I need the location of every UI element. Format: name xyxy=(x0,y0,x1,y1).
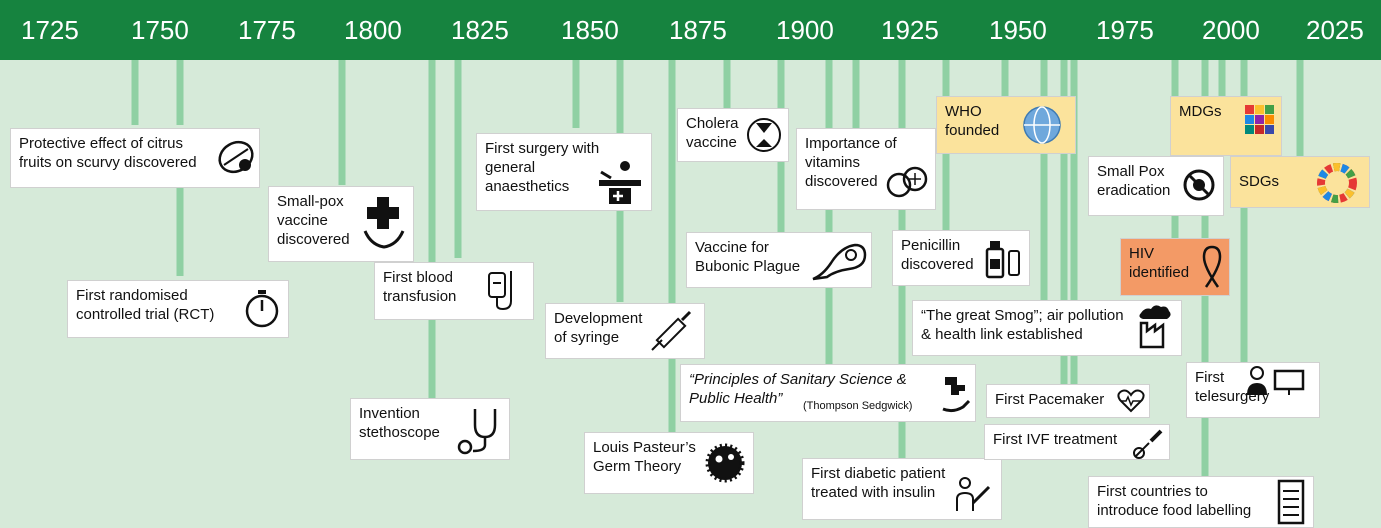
pipette-icon xyxy=(1131,427,1165,459)
event-citrus-scurvy: Protective effect of citrus fruits on sc… xyxy=(10,128,260,188)
doctor-monitor-icon xyxy=(1245,365,1309,397)
year-axis: 1725 1750 1775 1800 1825 1850 1875 1900 … xyxy=(0,0,1381,60)
event-insulin: First diabetic patient treated with insu… xyxy=(802,458,1002,520)
event-food-labelling: First countries to introduce food labell… xyxy=(1088,476,1314,528)
event-first-pacemaker: First Pacemaker xyxy=(986,384,1150,418)
food-label-icon xyxy=(1275,479,1307,525)
event-anaesthetics: First surgery with general anaesthetics xyxy=(476,133,652,211)
patient-injection-icon xyxy=(953,473,995,515)
event-telesurgery: First telesurgery xyxy=(1186,362,1320,418)
year-label: 1800 xyxy=(344,16,402,44)
year-label: 1925 xyxy=(881,16,939,44)
event-syringe: Development of syringe xyxy=(545,303,705,359)
event-smallpox-vaccine: Small-pox vaccine discovered xyxy=(268,186,414,262)
sdg-wheel-icon xyxy=(1315,161,1359,205)
year-label: 1950 xyxy=(989,16,1047,44)
event-mdgs: MDGs xyxy=(1170,96,1282,156)
tap-hand-icon xyxy=(939,371,973,415)
event-who-founded: WHO founded xyxy=(936,96,1076,154)
stethoscope-icon xyxy=(453,403,503,455)
event-stethoscope: Invention stethoscope xyxy=(350,398,510,460)
bacterium-icon xyxy=(809,237,869,285)
year-label: 1900 xyxy=(776,16,834,44)
fruit-bowl-icon xyxy=(885,161,931,203)
event-penicillin: Penicillin discovered xyxy=(892,230,1030,286)
lemon-icon xyxy=(215,135,257,179)
event-sanitary-science: “Principles of Sanitary Science & Public… xyxy=(680,364,976,422)
who-globe-icon xyxy=(1017,101,1067,149)
year-label: 2000 xyxy=(1202,16,1260,44)
event-label: First countries to introduce food labell… xyxy=(1097,482,1305,520)
medicine-vials-icon xyxy=(983,235,1025,281)
factory-smoke-icon xyxy=(1135,303,1177,351)
surgery-table-icon xyxy=(595,158,645,206)
mdg-grid-icon xyxy=(1243,103,1277,149)
syringe-icon xyxy=(648,308,696,354)
event-great-smog: “The great Smog”; air pollution & health… xyxy=(912,300,1182,356)
year-label: 1750 xyxy=(131,16,189,44)
event-vitamins: Importance of vitamins discovered xyxy=(796,128,936,210)
stopwatch-icon xyxy=(242,287,282,329)
event-bubonic-plague: Vaccine for Bubonic Plague xyxy=(686,232,872,288)
no-virus-icon xyxy=(1181,167,1217,203)
year-label: 1850 xyxy=(561,16,619,44)
event-smallpox-eradication: Small Pox eradication xyxy=(1088,156,1224,216)
year-label: 1975 xyxy=(1096,16,1154,44)
event-cholera-vaccine: Cholera vaccine xyxy=(677,108,789,162)
awareness-ribbon-icon xyxy=(1197,243,1227,291)
year-label: 1825 xyxy=(451,16,509,44)
event-blood-transfusion: First blood transfusion xyxy=(374,262,534,320)
iv-bag-icon xyxy=(483,267,523,313)
medical-cross-hands-icon xyxy=(361,193,407,253)
event-sdgs: SDGs xyxy=(1230,156,1370,208)
germ-icon xyxy=(701,439,749,487)
event-first-rct: First randomised controlled trial (RCT) xyxy=(67,280,289,338)
year-label: 1875 xyxy=(669,16,727,44)
hourglass-vaccine-icon xyxy=(744,113,784,157)
event-germ-theory: Louis Pasteur’s Germ Theory xyxy=(584,432,754,494)
year-label: 2025 xyxy=(1306,16,1364,44)
year-label: 1775 xyxy=(238,16,296,44)
heartbeat-icon xyxy=(1117,389,1145,413)
event-first-ivf: First IVF treatment xyxy=(984,424,1170,460)
event-author: (Thompson Sedgwick) xyxy=(803,397,912,416)
event-hiv-identified: HIV identified xyxy=(1120,238,1230,296)
year-label: 1725 xyxy=(21,16,79,44)
